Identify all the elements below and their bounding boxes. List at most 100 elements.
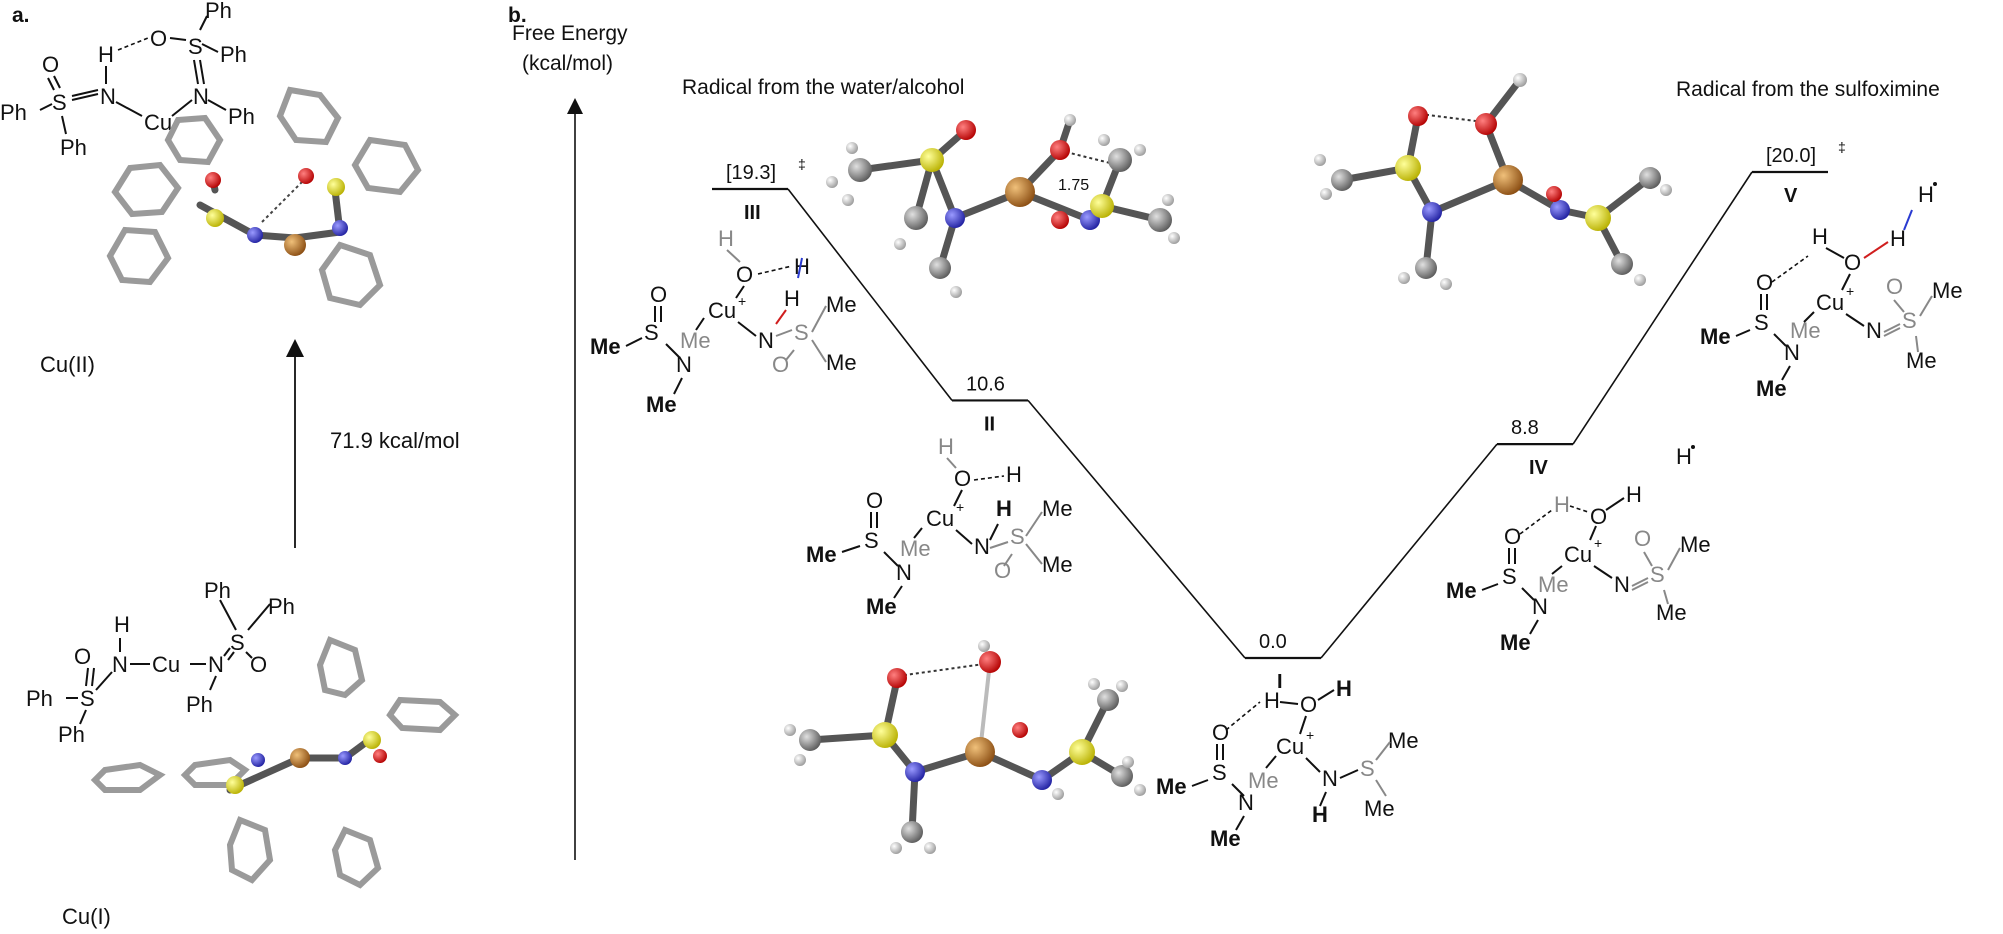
svg-text:O: O [1590,504,1607,529]
structure-V: H H H O O O Cu + Me Me S Me N S Me N Me [1700,182,1963,401]
svg-text:Me: Me [1500,630,1531,655]
svg-text:O: O [994,558,1011,583]
svg-text:S: S [1360,756,1375,781]
svg-text:+: + [1306,727,1314,743]
svg-text:Me: Me [1790,318,1821,343]
svg-text:Cu: Cu [1816,290,1844,315]
cu1-3d-model [90,636,460,889]
svg-text:O: O [1844,250,1861,275]
svg-text:Me: Me [1446,578,1477,603]
energy-value-II: 10.6 [966,373,1005,395]
svg-text:Me: Me [826,350,857,375]
svg-text:N: N [1238,790,1254,815]
svg-text:N: N [100,84,116,109]
svg-text:Me: Me [826,292,857,317]
structure-II: H O H O Cu + H Me Me S Me N S Me O N Me [806,434,1073,619]
state-label-III: III [744,202,761,224]
svg-text:H: H [938,434,954,459]
svg-text:Cu: Cu [1564,542,1592,567]
ts-dagger-V: ‡ [1838,139,1846,155]
svg-text:S: S [1010,524,1025,549]
ts-dagger-III: ‡ [798,156,806,172]
model-min-I [784,640,1146,854]
svg-text:N: N [1784,340,1800,365]
svg-text:Me: Me [1210,826,1241,851]
svg-text:Cu: Cu [926,506,954,531]
svg-text:Me: Me [1156,774,1187,799]
cu2-3d-model [106,86,422,309]
svg-text:+: + [1846,283,1854,299]
svg-text:N: N [1866,318,1882,343]
svg-text:S: S [1650,562,1665,587]
svg-text:N: N [896,560,912,585]
svg-text:H: H [784,286,800,311]
svg-text:N: N [1614,572,1630,597]
svg-text:S: S [794,320,809,345]
svg-text:Me: Me [1388,728,1419,753]
axis-label-line2: (kcal/mol) [522,52,613,75]
svg-text:+: + [1594,535,1602,551]
svg-text:O: O [736,262,753,287]
energy-gap-label: 71.9 kcal/mol [330,428,460,453]
axis-label-line1: Free Energy [512,22,628,45]
svg-text:+: + [956,499,964,515]
svg-text:Me: Me [646,392,677,417]
state-label-V: V [1784,185,1798,207]
svg-text:O: O [866,488,883,513]
structure-I: H O H O Cu + S Me Me S Me N Me N H Me [1156,676,1419,851]
svg-text:S: S [1212,760,1227,785]
svg-text:Cu: Cu [708,298,736,323]
svg-text:N: N [974,534,990,559]
svg-text:S: S [52,90,67,115]
structure-IV: H O H O O Cu + Me Me S Me N S Me N Me H [1446,444,1711,655]
svg-text:S: S [644,320,659,345]
energy-value-V: [20.0] [1766,145,1816,167]
svg-text:Me: Me [1538,572,1569,597]
svg-text:S: S [230,630,245,655]
panel-a-label: a. [12,4,30,27]
svg-text:Me: Me [1042,552,1073,577]
connector-III-II [787,188,953,401]
svg-text:Me: Me [1700,324,1731,349]
cu2-label: Cu(II) [40,352,95,377]
svg-text:Ph: Ph [204,578,231,603]
svg-text:H: H [114,612,130,637]
model-ts-V [1314,73,1672,290]
svg-text:Me: Me [1906,348,1937,373]
svg-text:Ph: Ph [26,686,53,711]
svg-text:O: O [772,352,789,377]
svg-text:Cu: Cu [144,110,172,135]
bond-distance-label: 1.75 [1058,177,1089,194]
svg-text:S: S [188,34,203,59]
panel-b-label: b. [508,4,527,27]
model-ts-III: 1.75 [826,114,1180,298]
svg-text:H: H [1918,182,1934,207]
svg-text:O: O [1634,526,1651,551]
svg-text:O: O [74,644,91,669]
energy-value-IV: 8.8 [1511,417,1539,439]
svg-text:O: O [1300,692,1317,717]
header-right: Radical from the sulfoximine [1676,78,1940,101]
cu1-label: Cu(I) [62,904,111,929]
svg-text:Ph: Ph [268,594,295,619]
svg-text:S: S [1502,564,1517,589]
svg-text:Ph: Ph [58,722,85,747]
svg-text:S: S [80,686,95,711]
svg-text:H: H [1890,226,1906,251]
svg-text:Cu: Cu [152,652,180,677]
svg-text:H: H [1336,676,1352,701]
svg-text:H: H [98,42,114,67]
svg-text:O: O [42,52,59,77]
svg-text:S: S [1902,308,1917,333]
state-label-I: I [1277,671,1283,693]
svg-text:Ph: Ph [60,135,87,160]
state-label-II: II [984,413,995,435]
svg-text:O: O [650,282,667,307]
svg-text:Me: Me [1042,496,1073,521]
svg-text:Me: Me [1656,600,1687,625]
svg-text:N: N [1322,766,1338,791]
svg-text:Me: Me [590,334,621,359]
svg-text:Me: Me [1248,768,1279,793]
